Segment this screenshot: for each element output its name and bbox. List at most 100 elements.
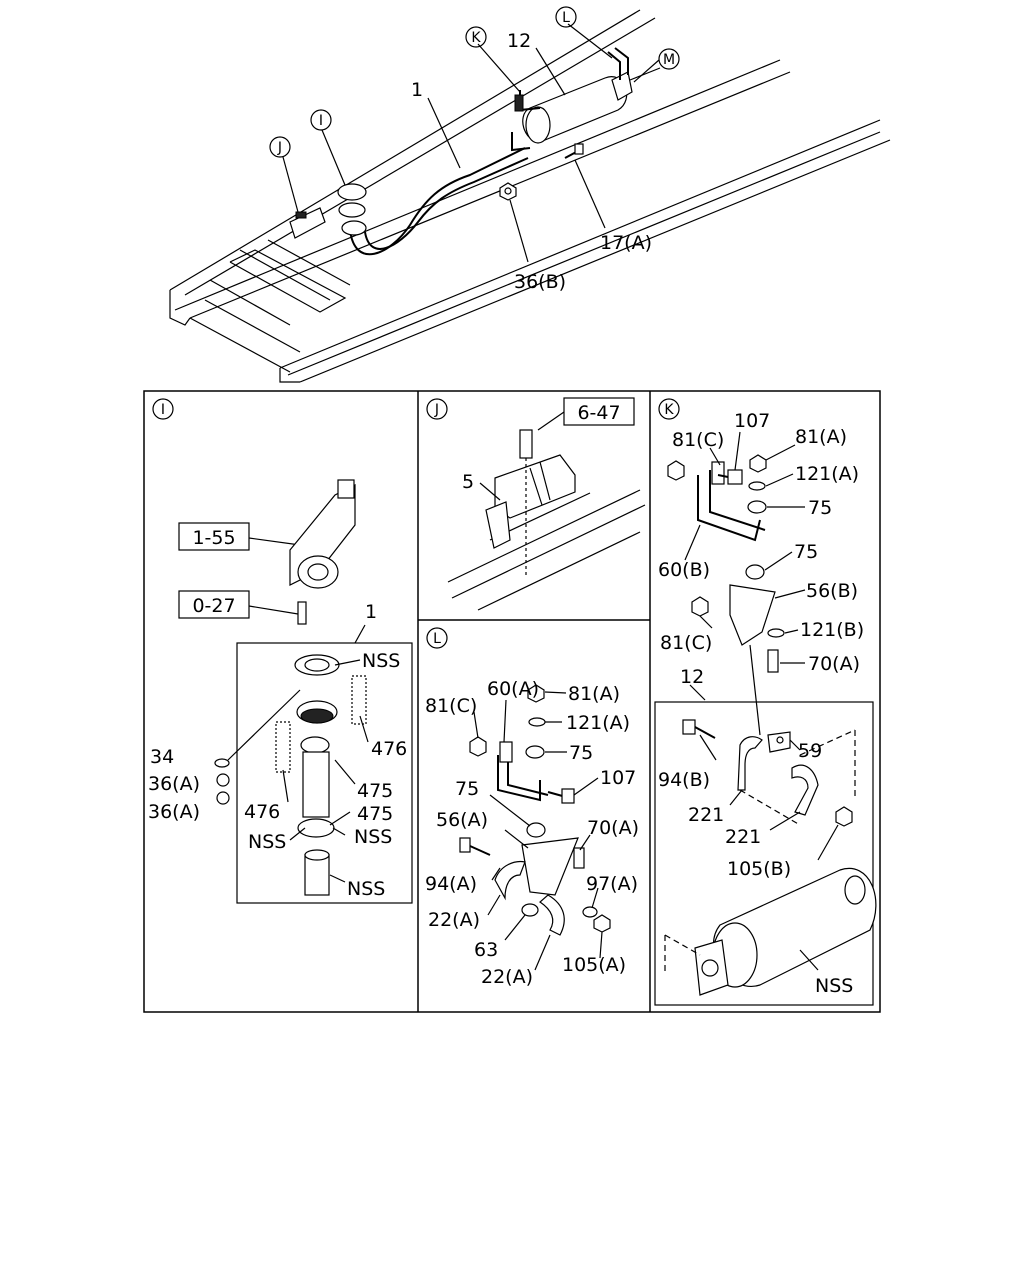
bolt-107: [547, 788, 575, 804]
panel-k-leaders-lower: [699, 734, 839, 971]
clamp-band-221-right: [791, 764, 819, 816]
muffler-subassembly-box: [654, 701, 874, 1006]
bracket-56a: [521, 837, 579, 896]
ref-box-0-27: 0-27: [178, 590, 299, 619]
label-item-22a-1: 22(A): [428, 909, 480, 931]
label-item-81c: 81(C): [425, 695, 477, 717]
clamp-22a-right: [539, 894, 565, 936]
panel-k: K: [654, 398, 877, 1006]
panel-k-leaders-upper: [684, 431, 806, 701]
label-item-476-a: 476: [371, 738, 407, 760]
svg-text:1: 1: [365, 601, 377, 623]
ref-box-6-47: 6-47: [537, 397, 635, 431]
nut-105b: [835, 806, 853, 827]
spacer-63: [521, 903, 539, 917]
nut-36a-2: [216, 791, 230, 805]
label-item-81c-k2: 81(C): [660, 632, 712, 654]
panel-i-callout: I: [152, 398, 174, 420]
clamp-22a-left: [494, 860, 526, 901]
callout-k: K: [465, 26, 487, 48]
label-item-81a-k: 81(A): [795, 426, 847, 448]
label-item-63: 63: [474, 939, 498, 961]
frame-rails: [169, 9, 891, 383]
clamp-bracket-59: [767, 731, 791, 753]
dashed-guides: [739, 729, 856, 826]
pipe-flange: [337, 183, 367, 236]
callout-l: L: [555, 6, 577, 28]
label-item-60b: 60(B): [658, 559, 710, 581]
svg-text:M: M: [663, 52, 675, 68]
label-item-75-k-b: 75: [794, 541, 818, 563]
svg-text:J: J: [434, 402, 439, 418]
label-item-475-a: 475: [357, 780, 393, 802]
nut-36a-1: [216, 773, 230, 787]
label-item-1: 1: [411, 79, 423, 101]
label-item-36a-1: 36(A): [148, 773, 200, 795]
label-item-81a: 81(A): [568, 683, 620, 705]
nut-81c-top: [667, 460, 685, 481]
label-item-22a-2: 22(A): [481, 966, 533, 988]
panel-j-callout: J: [426, 398, 448, 420]
label-item-121a: 121(A): [566, 712, 630, 734]
label-item-475-b: 475: [357, 803, 393, 825]
bolt-70a-k: [767, 649, 779, 673]
label-item-12-k: 12: [680, 666, 704, 688]
overview-leaders: [282, 23, 660, 263]
label-nss-1: NSS: [362, 650, 400, 672]
label-item-5: 5: [462, 471, 474, 493]
frame-lines: [447, 489, 646, 611]
label-item-94a: 94(A): [425, 873, 477, 895]
label-item-105a: 105(A): [562, 954, 626, 976]
callout-j: J: [269, 136, 291, 158]
label-item-221-a: 221: [688, 804, 724, 826]
spacer-75b: [526, 822, 546, 838]
svg-text:J: J: [277, 140, 282, 156]
hanger-60a: [497, 741, 549, 802]
flange-gasket: [294, 654, 340, 754]
label-item-36a-2: 36(A): [148, 801, 200, 823]
label-item-36b: 36(B): [514, 271, 566, 293]
spring-left: [275, 721, 291, 773]
svg-text:1-55: 1-55: [192, 527, 235, 549]
panel-l-leaders: [473, 691, 603, 971]
hanger-l: [607, 47, 629, 80]
svg-text:L: L: [433, 631, 441, 647]
bolt-94a: [459, 837, 491, 856]
bracket-j: [289, 207, 326, 239]
muffler-body: [664, 867, 877, 996]
label-item-121a-k: 121(A): [795, 463, 859, 485]
label-item-107-k: 107: [734, 410, 770, 432]
hanger-k: [511, 90, 541, 152]
svg-text:K: K: [664, 402, 674, 418]
clamp-band-221-left: [737, 736, 763, 791]
label-item-105b: 105(B): [727, 858, 791, 880]
label-item-56a: 56(A): [436, 809, 488, 831]
label-item-17a: 17(A): [600, 232, 652, 254]
detail-frame: [143, 390, 881, 1013]
hanger-60b: [697, 461, 766, 542]
panel-j: J 6-47 5: [426, 397, 646, 611]
washer-121b: [767, 628, 785, 638]
label-item-60a: 60(A): [487, 678, 539, 700]
panel-l: L: [425, 627, 639, 988]
panel-l-callout: L: [426, 627, 448, 649]
washer-97a: [582, 906, 598, 918]
callout-i: I: [310, 109, 332, 131]
label-item-75-a: 75: [569, 742, 593, 764]
ref-box-1-55: 1-55: [178, 522, 301, 551]
svg-text:6-47: 6-47: [577, 402, 620, 424]
nut-81a: [527, 684, 545, 703]
nut-36b: [499, 182, 517, 201]
spacer-75-k-b: [745, 564, 765, 580]
washer-121a: [528, 717, 546, 727]
label-item-97a: 97(A): [586, 873, 638, 895]
panel-k-callout: K: [658, 398, 680, 420]
label-item-56b: 56(B): [806, 580, 858, 602]
bolt-17a: [564, 143, 584, 159]
muffler: [522, 67, 661, 144]
manifold-bracket: [289, 479, 356, 625]
washer-121a-k: [748, 481, 766, 491]
svg-text:K: K: [471, 30, 481, 46]
nut-105a: [593, 914, 611, 933]
label-item-12: 12: [507, 30, 531, 52]
